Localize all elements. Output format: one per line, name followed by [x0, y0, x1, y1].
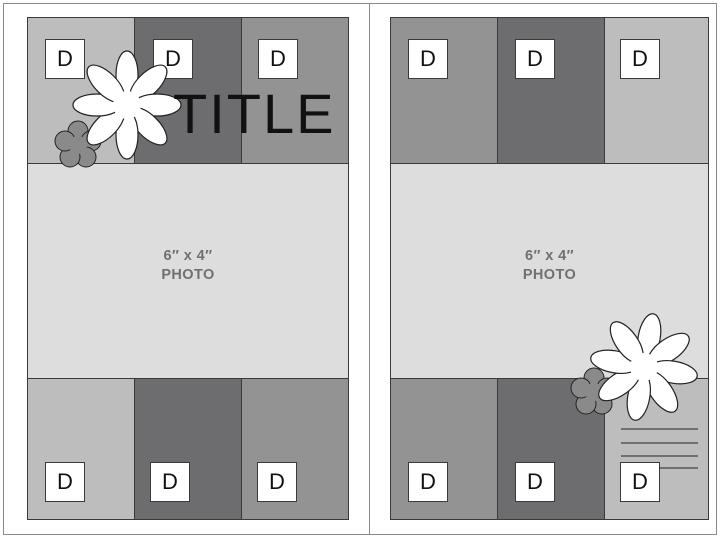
left-bottom-d-box-1: D — [45, 462, 85, 502]
left-photo-word: PHOTO — [28, 266, 348, 285]
page-divider — [369, 3, 370, 535]
left-photo-size: 6″ x 4″ — [28, 247, 348, 266]
large-white-flower-icon — [73, 51, 181, 159]
left-bottom-row: D D D — [28, 378, 348, 520]
left-page: D D D 6″ x 4″ PHOTO D D D — [27, 17, 349, 520]
left-bottom-d-box-3: D — [257, 462, 297, 502]
right-decorations — [391, 18, 709, 520]
page-title: TITLE — [173, 84, 335, 144]
journaling-lines-icon — [621, 429, 698, 468]
right-page: D D D 6″ x 4″ PHOTO D D D — [390, 17, 709, 520]
left-photo-label: 6″ x 4″ PHOTO — [28, 247, 348, 285]
left-bottom-d-box-2: D — [150, 462, 190, 502]
